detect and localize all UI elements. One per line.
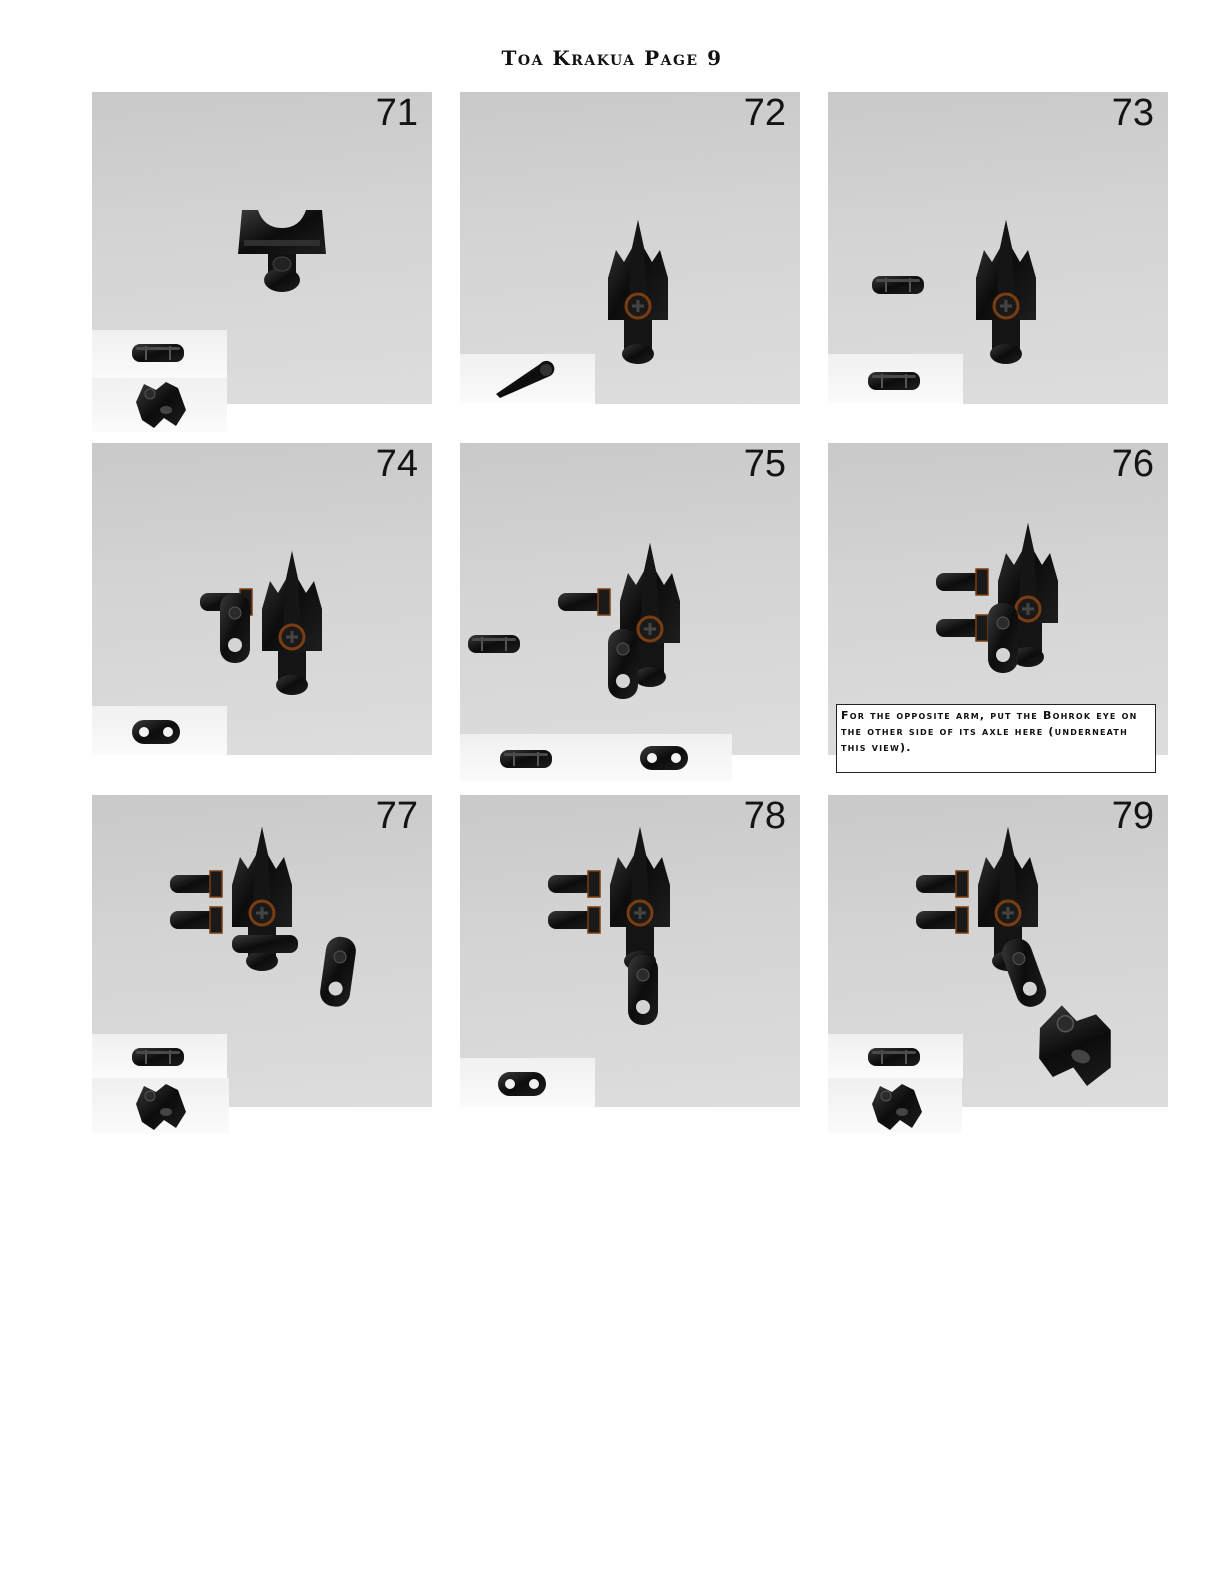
assembly-image <box>467 541 682 700</box>
step-number: 79 <box>1111 795 1154 837</box>
bohrok-eye-icon <box>135 381 187 429</box>
step-photo-76: 76 <box>828 443 1168 755</box>
tooth-icon <box>496 360 555 398</box>
pin-icon <box>131 1047 185 1067</box>
liftarm-icon <box>640 746 688 770</box>
step-number: 71 <box>375 92 418 134</box>
parts-inset-liftarm <box>460 1058 595 1108</box>
step-number: 72 <box>743 92 786 134</box>
step-photo-73: 73 <box>828 92 1168 404</box>
step-number: 78 <box>743 795 786 837</box>
step-photo-74: 74 <box>92 443 432 755</box>
assembly-image <box>169 825 359 1009</box>
step-number: 76 <box>1111 443 1154 485</box>
parts-inset-liftarm <box>92 706 227 756</box>
bohrok-eye-icon <box>871 1083 923 1131</box>
liftarm-icon <box>132 720 180 744</box>
parts-inset-eye <box>92 378 227 432</box>
opposite-arm-note: For the opposite arm, put the Bohrok eye… <box>836 704 1156 773</box>
step-photo-72: 72 <box>460 92 800 404</box>
parts-inset-pin <box>460 734 596 782</box>
parts-inset-eye <box>92 1078 229 1134</box>
step-photo-78: 78 <box>460 795 800 1107</box>
bohrok-eye-icon <box>135 1083 187 1131</box>
liftarm-icon <box>498 1072 546 1096</box>
parts-inset-tooth <box>460 354 595 404</box>
parts-inset-pin <box>828 354 963 404</box>
parts-inset-pin <box>92 1034 227 1078</box>
step-number: 75 <box>743 443 786 485</box>
step-photo-75: 75 <box>460 443 800 755</box>
pin-icon <box>499 749 553 769</box>
step-number: 73 <box>1111 92 1154 134</box>
parts-inset-eye <box>828 1078 962 1134</box>
step-number: 77 <box>375 795 418 837</box>
parts-inset-pin <box>92 330 227 380</box>
pin-icon <box>131 343 185 363</box>
parts-inset-liftarm <box>596 734 732 782</box>
parts-inset-pin <box>828 1034 963 1078</box>
pin-icon <box>867 371 921 391</box>
step-number: 74 <box>375 443 418 485</box>
pin-icon <box>867 1047 921 1067</box>
page-title: Toa Krakua Page 9 <box>501 46 723 70</box>
